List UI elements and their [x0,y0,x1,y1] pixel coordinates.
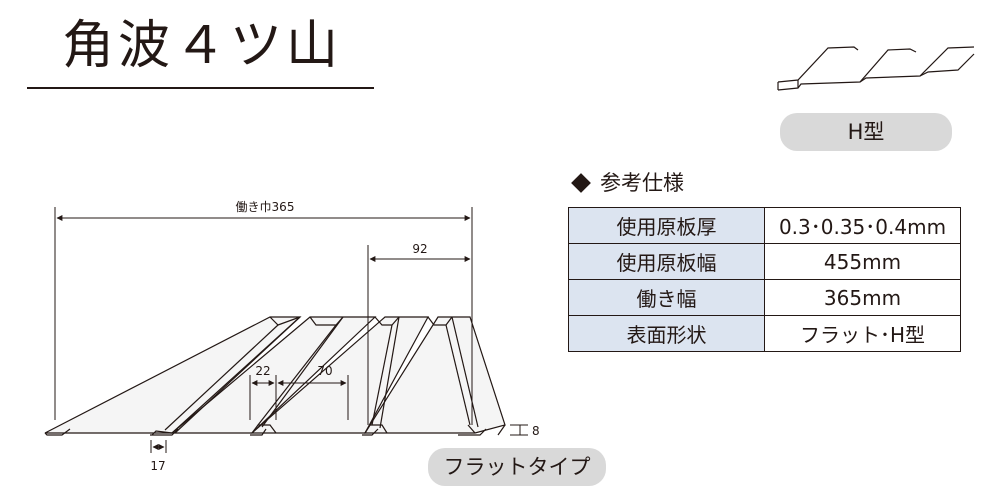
spec-label: 使用原板厚 [568,207,765,244]
title-underline [27,87,374,89]
spec-value: 365mm [764,279,961,316]
spec-table: 使用原板厚 0.3･0.35･0.4mm 使用原板幅 455mm 働き幅 365… [568,207,961,352]
spec-heading-text: 参考仕様 [600,171,684,195]
sheet-body [44,316,506,434]
height-label: 8 [532,424,540,438]
sheet-profile-diagram: 働き巾365 92 22 70 17 8 [44,200,540,473]
table-row: 使用原板幅 455mm [568,243,961,280]
page-title: 角波４ツ山 [62,16,343,76]
flat-type-badge: フラットタイプ [428,448,606,486]
spec-value: フラット･H型 [764,315,961,352]
spec-label: 働き幅 [568,279,765,316]
edge-label: 17 [150,459,165,473]
spec-label: 表面形状 [568,315,765,352]
table-row: 表面形状 フラット･H型 [568,315,961,352]
pitch-label: 92 [412,242,427,256]
spec-heading: 参考仕様 [568,170,684,196]
table-row: 使用原板厚 0.3･0.35･0.4mm [568,207,961,244]
spec-label: 使用原板幅 [568,243,765,280]
h-type-badge: H型 [780,113,952,151]
table-row: 働き幅 365mm [568,279,961,316]
rib-top-label: 22 [255,364,270,378]
diamond-icon [571,173,591,193]
working-width-label: 働き巾365 [236,200,295,214]
rib-bottom-label: 70 [317,364,332,378]
spec-value: 0.3･0.35･0.4mm [764,207,961,244]
spec-value: 455mm [764,243,961,280]
h-type-profile-icon [777,46,975,91]
